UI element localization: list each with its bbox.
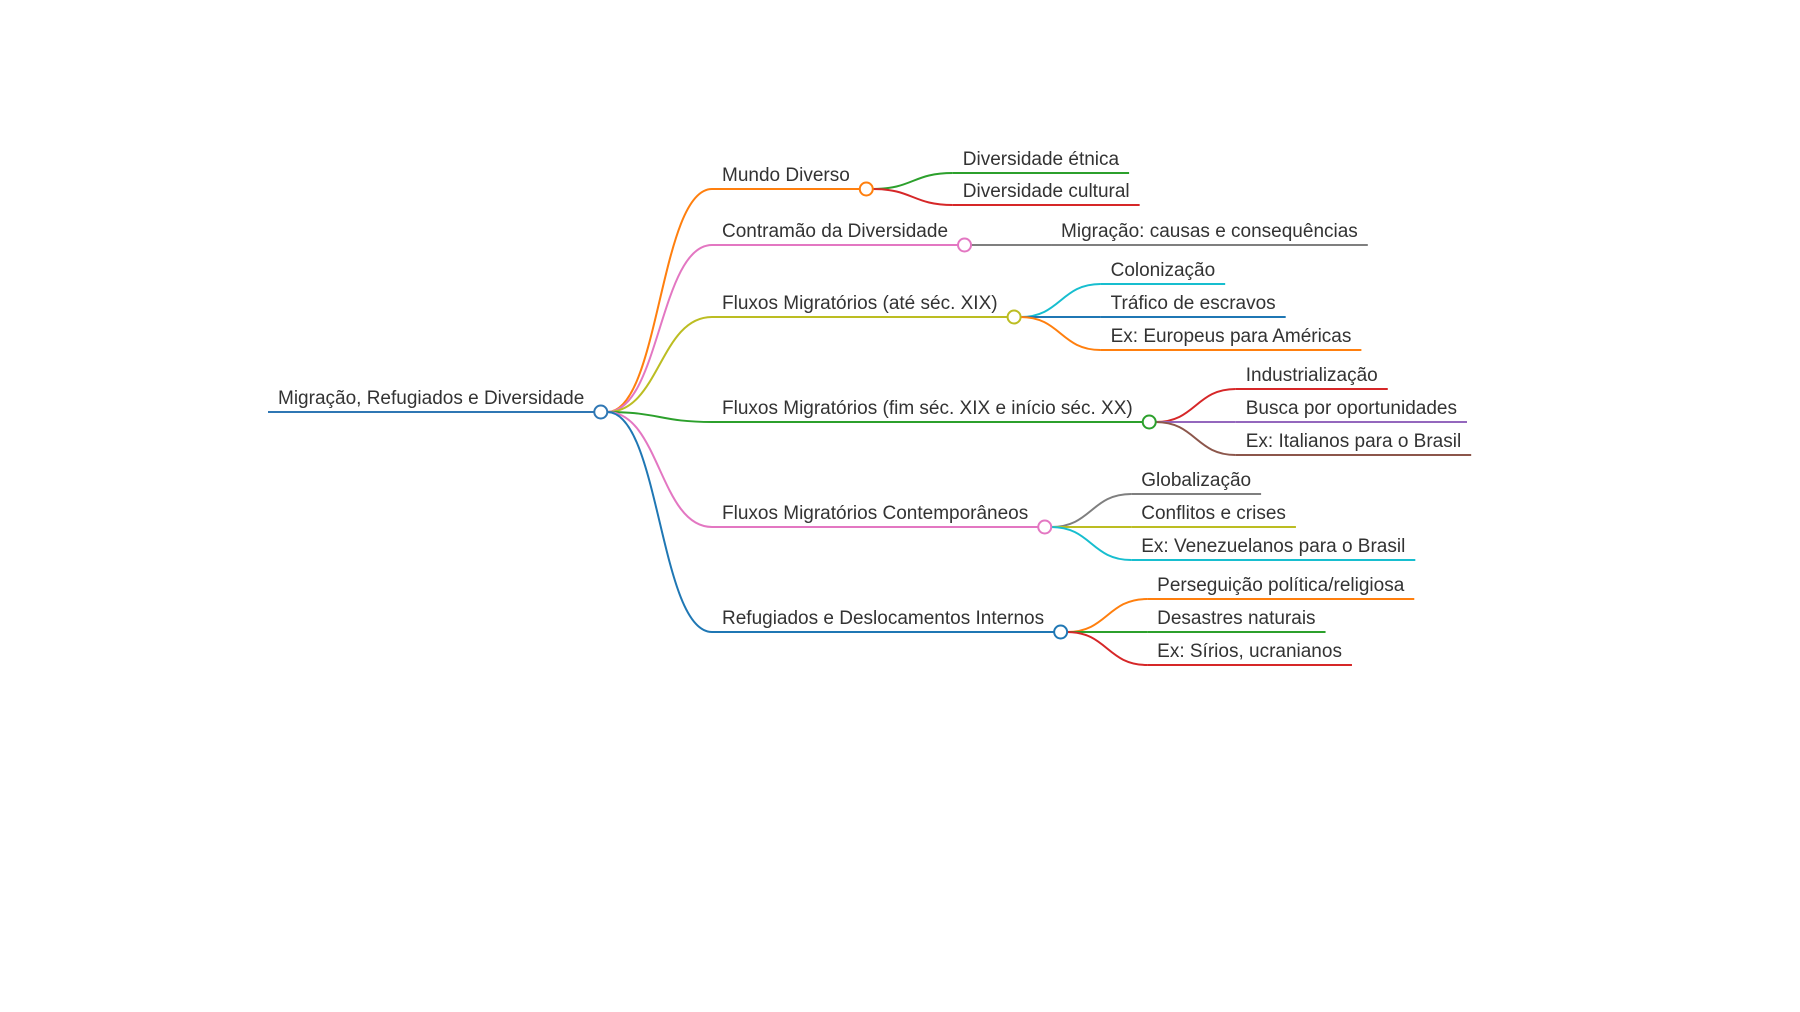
link-root-branch-2 [607,244,713,413]
link-branch-3-leaf-3 [1020,316,1101,351]
link-root-branch-6 [607,411,713,633]
branch-2-label: Contramão da Diversidade [722,221,948,242]
leaf-1-1-label: Diversidade étnica [963,149,1120,170]
leaf-4-2-label: Busca por oportunidades [1246,398,1457,419]
leaf-5-1-label: Globalização [1141,470,1251,491]
branch-3-label: Fluxos Migratórios (até séc. XIX) [722,293,998,314]
leaf-5-2-label: Conflitos e crises [1141,503,1286,524]
branch-2-toggle[interactable] [957,237,973,253]
branch-5-label: Fluxos Migratórios Contemporâneos [722,503,1028,524]
branch-1-toggle[interactable] [858,181,874,197]
link-branch-5-leaf-3 [1051,526,1132,561]
branch-4-label: Fluxos Migratórios (fim séc. XIX e iníci… [722,398,1133,419]
leaf-6-2-label: Desastres naturais [1157,608,1315,629]
link-branch-4-leaf-3 [1155,421,1236,456]
leaf-2-1-label: Migração: causas e consequências [1061,221,1358,242]
link-branch-1-leaf-2 [872,188,953,206]
link-root-branch-5 [607,411,713,528]
branch-5-toggle[interactable] [1037,519,1053,535]
branch-3-toggle[interactable] [1006,309,1022,325]
branch-6-label: Refugiados e Deslocamentos Internos [722,608,1044,629]
leaf-3-3-label: Ex: Europeus para Américas [1111,326,1352,347]
link-branch-6-leaf-1 [1067,598,1148,633]
leaf-1-2-label: Diversidade cultural [963,181,1130,202]
leaf-3-1-label: Colonização [1111,260,1216,281]
root-node-toggle[interactable] [593,404,609,420]
link-root-branch-4 [607,411,713,423]
mindmap-links [607,172,1236,666]
mindmap-nodes: Migração, Refugiados e Diversidade Mundo … [268,149,1472,666]
leaf-4-1-label: Industrialização [1246,365,1378,386]
link-branch-5-leaf-1 [1051,493,1132,528]
link-branch-6-leaf-3 [1067,631,1148,666]
link-branch-1-leaf-1 [872,172,953,190]
branch-1-label: Mundo Diverso [722,165,850,186]
link-root-branch-1 [607,188,713,413]
leaf-4-3-label: Ex: Italianos para o Brasil [1246,431,1461,452]
leaf-6-3-label: Ex: Sírios, ucranianos [1157,641,1342,662]
branch-4-toggle[interactable] [1141,414,1157,430]
leaf-6-1-label: Perseguição política/religiosa [1157,575,1405,596]
link-root-branch-3 [607,316,713,413]
leaf-5-3-label: Ex: Venezuelanos para o Brasil [1141,536,1405,557]
link-branch-4-leaf-1 [1155,388,1236,423]
leaf-3-2-label: Tráfico de escravos [1111,293,1276,314]
link-branch-3-leaf-1 [1020,283,1101,318]
root-node-label: Migração, Refugiados e Diversidade [278,388,584,409]
branch-6-toggle[interactable] [1053,624,1069,640]
